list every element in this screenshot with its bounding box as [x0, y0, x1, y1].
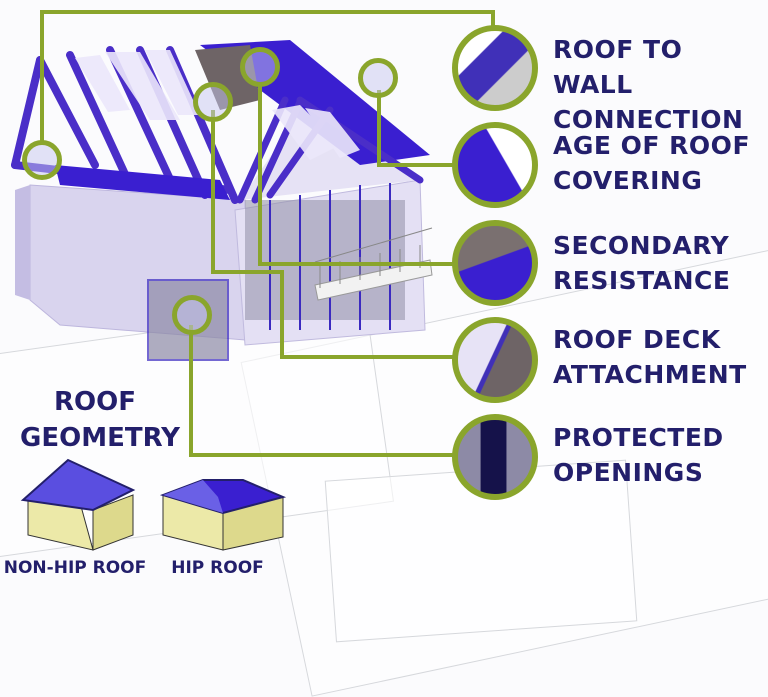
callout-line2: RESISTANCE — [553, 266, 731, 295]
connector-line — [40, 10, 495, 14]
non-hip-roof-label: NON-HIP ROOF — [3, 558, 147, 578]
callout-line1: SECONDARY — [553, 231, 730, 260]
callout-roof-deck: ROOF DECK ATTACHMENT — [553, 322, 747, 392]
callout-line1: ROOF TO WALL — [553, 35, 683, 99]
connector-line — [280, 270, 284, 358]
detail-circle-protected-openings — [452, 414, 538, 500]
callout-line1: AGE OF ROOF — [553, 131, 751, 160]
hotspot-age-of-roof[interactable] — [358, 58, 398, 98]
roof-geometry-title: ROOF GEOMETRY — [20, 387, 180, 453]
hotspot-protected-openings[interactable] — [172, 295, 212, 335]
connector-line — [211, 270, 283, 274]
detail-circle-roof-deck — [452, 317, 538, 403]
hip-roof-icon — [159, 479, 287, 551]
connector-line — [491, 10, 495, 30]
detail-circle-age-of-roof — [452, 122, 538, 208]
connector-line — [40, 10, 44, 145]
detail-circle-secondary-resistance — [452, 220, 538, 306]
hip-roof-label: HIP ROOF — [171, 558, 264, 578]
callout-line2: OPENINGS — [553, 458, 704, 487]
connector-line — [258, 262, 457, 266]
hotspot-roof-to-wall[interactable] — [22, 140, 62, 180]
callout-line2: COVERING — [553, 166, 703, 195]
callout-line1: ROOF DECK — [553, 325, 721, 354]
hotspot-roof-deck[interactable] — [193, 82, 233, 122]
callout-line2: ATTACHMENT — [553, 360, 747, 389]
callout-roof-to-wall: ROOF TO WALL CONNECTION — [553, 32, 768, 137]
callout-secondary-resistance: SECONDARY RESISTANCE — [553, 228, 730, 298]
callout-protected-openings: PROTECTED OPENINGS — [553, 420, 724, 490]
connector-line — [189, 453, 457, 457]
callout-line2: CONNECTION — [553, 105, 744, 134]
hotspot-secondary-resistance[interactable] — [240, 47, 280, 87]
callout-line1: PROTECTED — [553, 423, 724, 452]
connector-line — [211, 110, 215, 272]
connector-line — [258, 82, 262, 264]
connector-line — [280, 355, 457, 359]
house-illustration — [11, 40, 433, 361]
connector-line — [377, 90, 381, 165]
non-hip-roof-icon — [20, 458, 136, 551]
connector-line — [377, 163, 457, 167]
connector-line — [189, 325, 193, 455]
detail-circle-roof-to-wall — [452, 25, 538, 111]
callout-age-of-roof: AGE OF ROOF COVERING — [553, 128, 750, 198]
